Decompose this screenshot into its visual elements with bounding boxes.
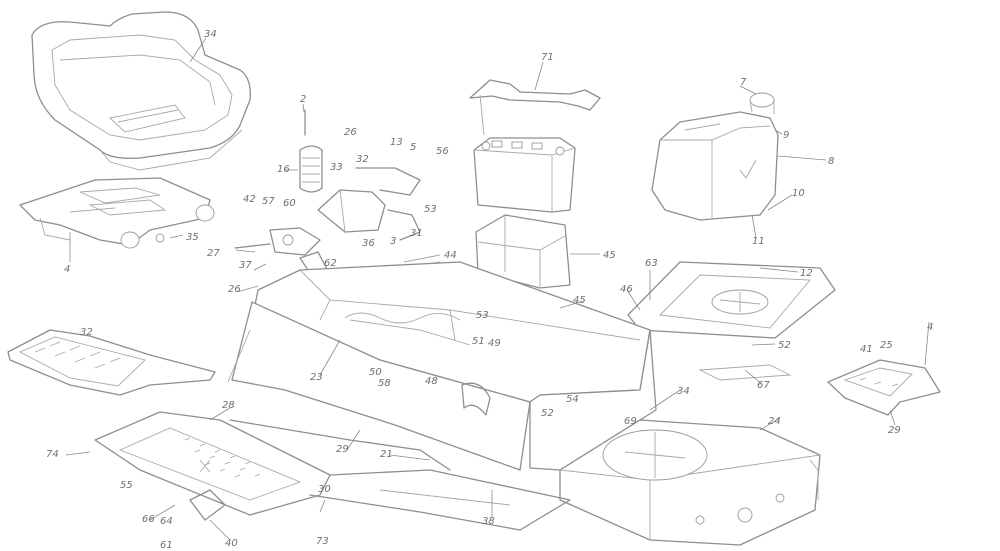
callout-label: 64 bbox=[160, 516, 173, 527]
callout-label: 30 bbox=[318, 484, 331, 495]
callout-label: 57 bbox=[262, 196, 275, 207]
callout-label: 21 bbox=[380, 449, 393, 460]
battery-hold-down[interactable] bbox=[469, 79, 601, 136]
callout-label: 56 bbox=[436, 146, 449, 157]
callout-label: 55 bbox=[120, 480, 133, 491]
callout-label: 27 bbox=[207, 248, 220, 259]
fuel-tank[interactable] bbox=[651, 92, 779, 221]
callout-numbers: 34 4 35 71 45 7 9 8 10 11 12 2 16 33 32 … bbox=[46, 29, 933, 551]
callout-label: 32 bbox=[356, 154, 369, 165]
callout-label: 54 bbox=[566, 394, 579, 405]
callout-label: 66 bbox=[142, 514, 155, 525]
callout-label: 37 bbox=[239, 260, 252, 271]
callout-label: 41 bbox=[860, 344, 873, 355]
callout-label: 58 bbox=[378, 378, 391, 389]
callout-label: 29 bbox=[888, 425, 901, 436]
callout-label: 2 bbox=[300, 94, 306, 105]
callout-label: 26 bbox=[344, 127, 357, 138]
callout-label: 45 bbox=[603, 250, 616, 261]
callout-label: 25 bbox=[880, 340, 893, 351]
callout-label: 52 bbox=[778, 340, 791, 351]
callout-label: 28 bbox=[222, 400, 235, 411]
callout-label: 40 bbox=[225, 538, 238, 549]
callout-label: 34 bbox=[677, 386, 690, 397]
callout-label: 71 bbox=[541, 52, 554, 63]
callout-label: 4 bbox=[64, 264, 70, 275]
callout-label: 32 bbox=[80, 327, 93, 338]
callout-label: 48 bbox=[425, 376, 438, 387]
seat-bracket[interactable] bbox=[19, 177, 215, 249]
callout-label: 12 bbox=[800, 268, 813, 279]
callout-label: 60 bbox=[283, 198, 296, 209]
callout-label: 67 bbox=[757, 380, 770, 391]
callout-label: 49 bbox=[488, 338, 501, 349]
main-frame[interactable] bbox=[227, 261, 657, 471]
callout-label: 38 bbox=[482, 516, 495, 527]
callout-label: 52 bbox=[541, 408, 554, 419]
battery[interactable] bbox=[473, 137, 576, 213]
callout-label: 36 bbox=[362, 238, 375, 249]
callout-label: 26 bbox=[228, 284, 241, 295]
callout-label: 62 bbox=[324, 258, 337, 269]
callout-label: 23 bbox=[310, 372, 323, 383]
rear-frame[interactable] bbox=[559, 419, 821, 546]
callout-label: 42 bbox=[243, 194, 256, 205]
callout-label: 61 bbox=[160, 540, 173, 551]
lower-floor-tray[interactable] bbox=[309, 469, 571, 531]
callout-label: 53 bbox=[424, 204, 437, 215]
leader-lines bbox=[65, 37, 930, 541]
callout-label: 8 bbox=[828, 156, 834, 167]
fuel-tank-plate[interactable] bbox=[627, 261, 836, 381]
callout-label: 29 bbox=[336, 444, 349, 455]
left-footrest[interactable] bbox=[7, 329, 216, 396]
callout-label: 63 bbox=[645, 258, 658, 269]
callout-label: 31 bbox=[410, 228, 423, 239]
callout-label: 51 bbox=[472, 336, 485, 347]
callout-label: 10 bbox=[792, 188, 805, 199]
callout-label: 24 bbox=[768, 416, 781, 427]
callout-label: 5 bbox=[410, 142, 416, 153]
callout-label: 45 bbox=[573, 295, 586, 306]
callout-label: 4 bbox=[927, 322, 933, 333]
callout-label: 35 bbox=[186, 232, 199, 243]
callout-label: 46 bbox=[620, 284, 633, 295]
callout-label: 9 bbox=[783, 130, 789, 141]
front-footplate[interactable] bbox=[94, 411, 451, 521]
steering-linkage-components[interactable] bbox=[234, 109, 441, 283]
right-footrest[interactable] bbox=[827, 359, 941, 416]
callout-label: 53 bbox=[476, 310, 489, 321]
callout-label: 69 bbox=[624, 416, 637, 427]
callout-label: 44 bbox=[444, 250, 457, 261]
callout-label: 50 bbox=[369, 367, 382, 378]
callout-label: 16 bbox=[277, 164, 290, 175]
callout-label: 33 bbox=[330, 162, 343, 173]
callout-label: 11 bbox=[752, 236, 765, 247]
callout-label: 73 bbox=[316, 536, 329, 547]
callout-label: 74 bbox=[46, 449, 59, 460]
seat[interactable] bbox=[31, 11, 251, 171]
callout-label: 34 bbox=[204, 29, 217, 40]
callout-label: 7 bbox=[740, 77, 747, 88]
callout-label: 13 bbox=[390, 137, 403, 148]
callout-label: 3 bbox=[390, 236, 396, 247]
